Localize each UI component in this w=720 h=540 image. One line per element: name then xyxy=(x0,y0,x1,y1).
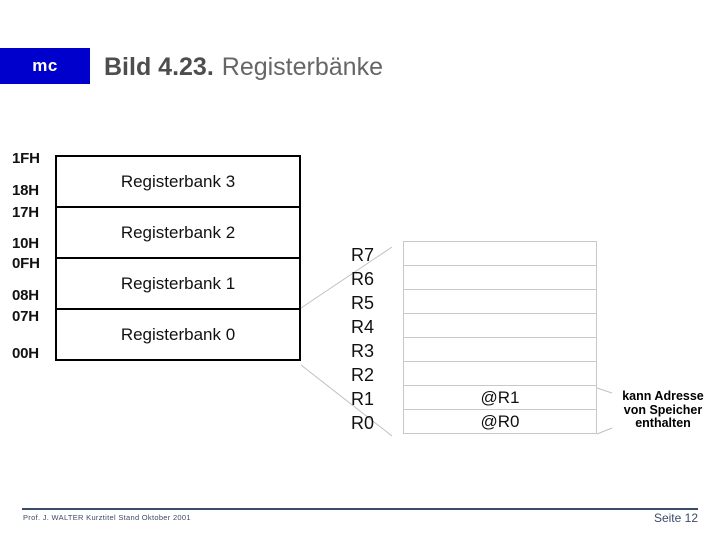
page-title: Bild 4.23. Registerbänke xyxy=(104,50,383,84)
page-title-number: Bild 4.23. xyxy=(104,52,214,81)
register-label-r0: R0 xyxy=(351,413,375,433)
register-label-column: R7 R6 R5 R4 R3 R2 R1 R0 xyxy=(351,243,397,435)
table-row xyxy=(404,362,596,386)
callout-line-3: enthalten xyxy=(635,416,691,430)
register-bank-0: Registerbank 0 xyxy=(55,308,301,361)
connector-callout-bottom xyxy=(596,427,613,435)
register-label-r1: R1 xyxy=(351,389,375,409)
address-label-07h: 07H xyxy=(12,308,39,325)
address-label-10h: 10H xyxy=(12,235,39,252)
register-label-r2: R2 xyxy=(351,365,375,385)
register-value-table: @R1 @R0 xyxy=(403,241,597,434)
register-label-r7: R7 xyxy=(351,245,375,265)
footer-divider xyxy=(22,508,698,510)
register-label-r6: R6 xyxy=(351,269,375,289)
register-label-r4: R4 xyxy=(351,317,375,337)
address-label-1fh: 1FH xyxy=(12,150,40,167)
register-label-r3: R3 xyxy=(351,341,375,361)
footer-page-number: Seite 12 xyxy=(653,511,698,525)
register-bank-2: Registerbank 2 xyxy=(55,206,301,259)
register-bank-1: Registerbank 1 xyxy=(55,257,301,310)
callout-line-2: von Speicher xyxy=(623,402,703,417)
callout-note: kann Adresse von Speicher enthalten xyxy=(611,389,715,431)
table-row xyxy=(404,338,596,362)
address-label-00h: 00H xyxy=(12,345,39,362)
table-row-at-r1: @R1 xyxy=(404,386,596,410)
table-row xyxy=(404,266,596,290)
mc-badge: mc xyxy=(0,48,90,84)
table-row xyxy=(404,290,596,314)
callout-line-1: kann Adresse xyxy=(622,389,704,403)
address-label-18h: 18H xyxy=(12,182,39,199)
register-bank-3: Registerbank 3 xyxy=(55,155,301,208)
footer-credit: Prof. J. WALTER Kurztitel Stand Oktober … xyxy=(23,513,191,522)
address-label-08h: 08H xyxy=(12,287,39,304)
address-label-0fh: 0FH xyxy=(12,255,40,272)
register-label-r5: R5 xyxy=(351,293,375,313)
address-label-17h: 17H xyxy=(12,204,39,221)
table-row xyxy=(404,314,596,338)
register-bank-stack: Registerbank 3 Registerbank 2 Registerba… xyxy=(55,155,301,365)
table-row xyxy=(404,242,596,266)
connector-callout-top xyxy=(596,387,613,394)
table-row-at-r0: @R0 xyxy=(404,410,596,434)
page-title-text: Registerbänke xyxy=(221,52,383,81)
